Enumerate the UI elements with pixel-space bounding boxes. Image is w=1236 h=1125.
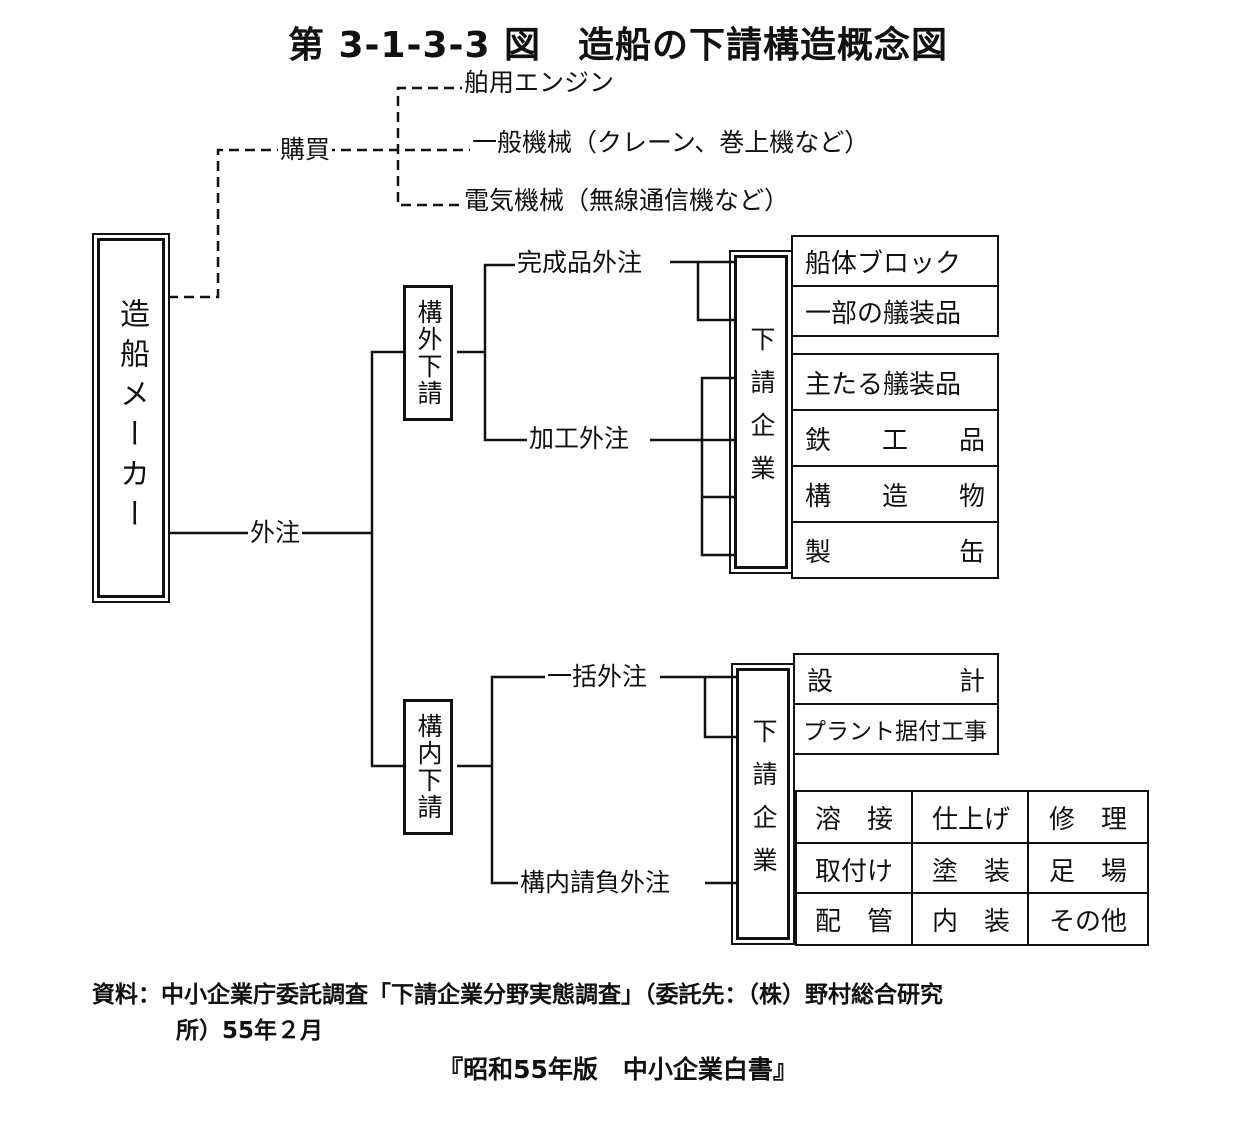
source-note-line2: 所）55年２月 <box>176 1018 324 1044</box>
source-note-line1: 資料：中小企業庁委託調査「下請企業分野実態調査」（委託先：（株）野村総合研究 <box>92 982 943 1008</box>
processing-item: 構 造 物 <box>791 465 999 523</box>
outside-subcontract-box: 構外下請 <box>403 285 453 421</box>
onsite-work-grid: 溶 接 仕上げ 修 理 取付け 塗 装 足 場 配 管 内 装 その他 <box>795 790 1153 946</box>
work-cell: 修 理 <box>1027 790 1149 844</box>
processing-label: 加工外注 <box>527 424 632 454</box>
finished-goods-label: 完成品外注 <box>515 248 645 278</box>
subcontractor-box-inside: 下請企業 <box>731 663 795 945</box>
inside-subcontract-box: 構内下請 <box>403 699 453 835</box>
bulk-items-table: 設 計 プラント据付工事 <box>793 653 999 755</box>
work-cell: 取付け <box>795 842 913 896</box>
shipbuilder-box: 造船メーカー <box>92 233 170 603</box>
finished-item: 一部の艤装品 <box>791 285 999 337</box>
work-cell: その他 <box>1027 892 1149 946</box>
outsource-label: 外注 <box>248 518 303 548</box>
work-cell: 配 管 <box>795 892 913 946</box>
processing-item: 鉄 工 品 <box>791 409 999 467</box>
purchase-item-engine: 舶用エンジン <box>462 68 617 98</box>
work-cell: 溶 接 <box>795 790 913 844</box>
work-cell: 仕上げ <box>911 790 1031 844</box>
bulk-outsource-label: 一括外注 <box>545 662 650 692</box>
bulk-item: プラント据付工事 <box>793 703 999 755</box>
subcontractor-box-outside: 下請企業 <box>729 250 793 574</box>
finished-item: 船体ブロック <box>791 235 999 287</box>
citation: 『昭和55年版 中小企業白書』 <box>438 1055 798 1084</box>
work-cell: 内 装 <box>911 892 1031 946</box>
finished-items-table: 船体ブロック 一部の艤装品 <box>791 235 999 337</box>
bulk-item: 設 計 <box>793 653 999 705</box>
work-cell: 足 場 <box>1027 842 1149 896</box>
work-cell: 塗 装 <box>911 842 1031 896</box>
purchase-item-electrical: 電気機械（無線通信機など） <box>462 186 792 216</box>
figure-title: 第 3-1-3-3 図 造船の下請構造概念図 <box>287 25 949 66</box>
processing-items-table: 主たる艤装品 鉄 工 品 構 造 物 製 缶 <box>791 353 999 579</box>
processing-item: 製 缶 <box>791 521 999 579</box>
purchase-label: 購買 <box>278 135 333 165</box>
processing-item: 主たる艤装品 <box>791 353 999 411</box>
onsite-contract-label: 構内請負外注 <box>518 868 673 898</box>
purchase-item-machinery: 一般機械（クレーン、巻上機など） <box>470 128 872 158</box>
